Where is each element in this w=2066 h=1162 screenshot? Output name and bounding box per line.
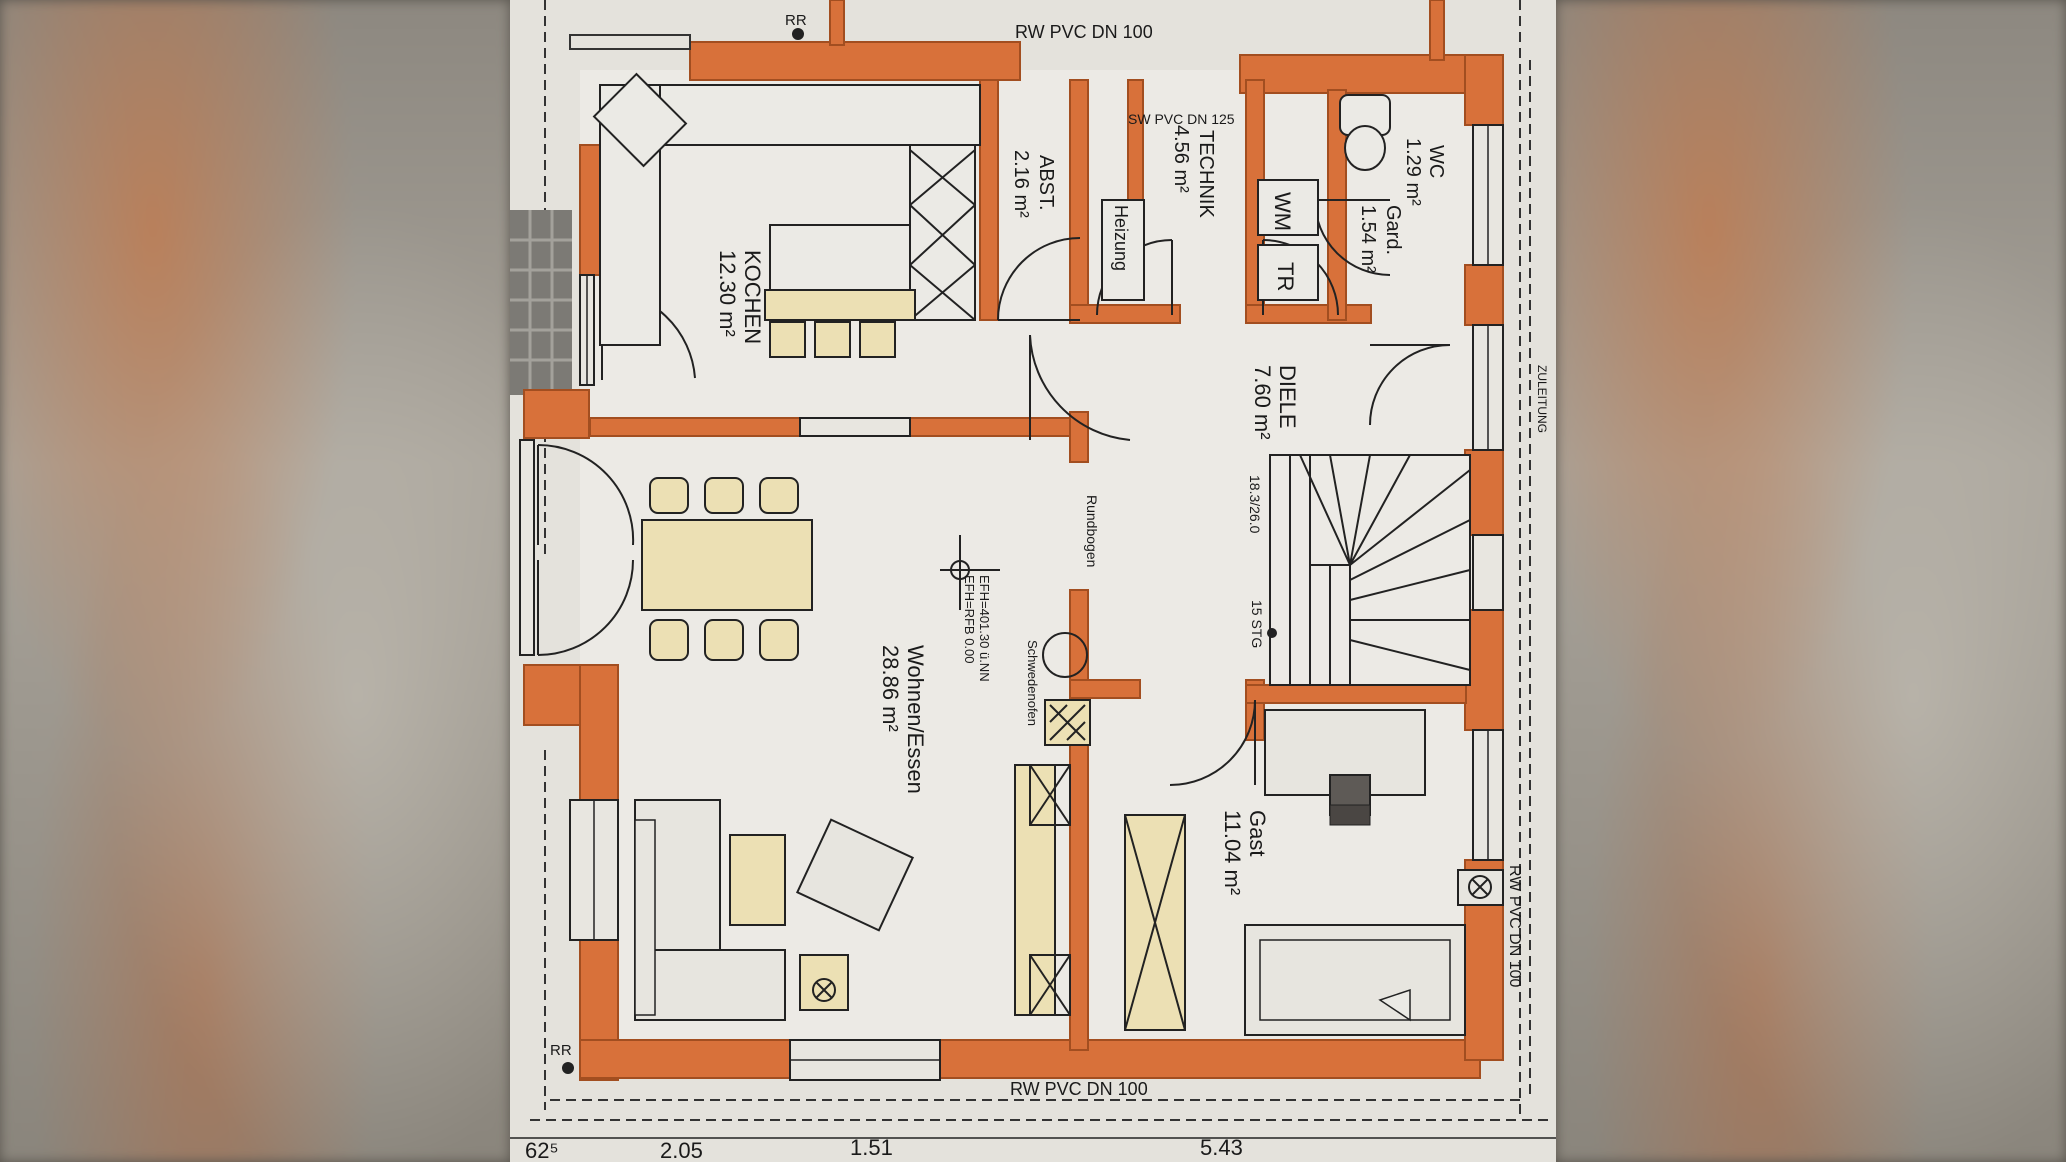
floor-plan-drawing: KOCHEN 12.30 m² ABST. 2.16 m² Heizung TE… [510, 0, 1556, 1162]
guest-furniture [1244, 709, 1504, 1036]
rr-top-label: RR [785, 12, 807, 29]
tr-label: TR [1273, 262, 1298, 291]
abst-label: ABST. [1035, 155, 1057, 211]
diele-area: 7.60 m² [1250, 365, 1275, 440]
wc-label: WC [1425, 145, 1447, 178]
schwedenofen-label: Schwedenofen [1025, 640, 1040, 726]
dim-62: 62⁵ [525, 1138, 559, 1162]
wohnen-area: 28.86 m² [878, 645, 903, 732]
rw-right-label: RW PVC DN 100 [1506, 865, 1523, 988]
rundbogen-label: Rundbogen [1084, 495, 1100, 567]
sw-pipe-label: SW PVC DN 125 [1128, 111, 1235, 127]
stove [1042, 632, 1088, 678]
heizung-label: Heizung [1111, 205, 1131, 271]
dim-151: 1.51 [850, 1135, 893, 1160]
washing-machine [1257, 179, 1319, 236]
blurred-background-left [0, 0, 510, 1162]
dim-205: 2.05 [660, 1138, 703, 1162]
wohnen-label: Wohnen/Essen [903, 645, 928, 794]
zuleitung-label: ZULEITUNG [1535, 365, 1549, 433]
stone-patio [510, 210, 572, 395]
rw-top-label: RW PVC DN 100 [1015, 22, 1153, 42]
staircase [1269, 454, 1471, 686]
kochen-area: 12.30 m² [715, 250, 740, 337]
wm-label: WM [1270, 192, 1295, 231]
kochen-label: KOCHEN [740, 250, 765, 344]
stair-steps-label: 15 STG [1249, 600, 1265, 648]
toilet [1344, 125, 1386, 171]
abst-area: 2.16 m² [1010, 150, 1032, 218]
gast-area: 11.04 m² [1220, 810, 1245, 895]
crosshair-marker [940, 535, 1000, 610]
gast-label: Gast [1245, 810, 1270, 856]
technik-label: TECHNIK [1195, 130, 1217, 218]
technik-area: 4.56 m² [1170, 125, 1192, 193]
sideboards [1014, 764, 1186, 1031]
gard-area: 1.54 m² [1357, 205, 1379, 273]
stair-dim-label: 18.3/26.0 [1247, 475, 1263, 534]
dining-set [641, 477, 813, 661]
rr-bottom-label: RR [550, 1042, 572, 1059]
dim-543: 5.43 [1200, 1135, 1243, 1160]
efh-label-1: EFH=401.30 ü.NN [977, 575, 992, 682]
dryer [1257, 244, 1319, 301]
gard-label: Gard. [1382, 205, 1404, 255]
diele-label: DIELE [1275, 365, 1300, 429]
rw-bottom-label: RW PVC DN 100 [1010, 1079, 1148, 1099]
heizung-unit [1101, 199, 1145, 301]
wc-area: 1.29 m² [1402, 138, 1424, 206]
blurred-background-right [1556, 0, 2066, 1162]
living-set [634, 799, 915, 1021]
kitchen-furniture [592, 72, 981, 358]
efh-label-2: EFH=RFB 0.00 [962, 575, 977, 664]
floor-plan: KOCHEN 12.30 m² ABST. 2.16 m² Heizung TE… [510, 0, 1556, 1162]
